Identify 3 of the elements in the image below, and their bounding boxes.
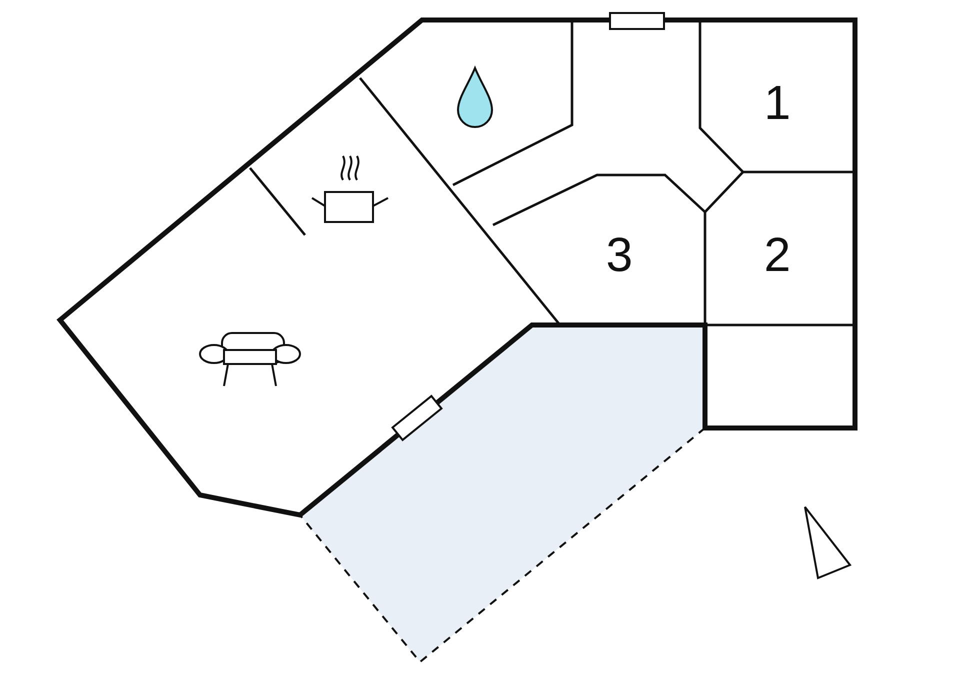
room-number: 3 — [606, 232, 633, 280]
room-number: 2 — [764, 232, 791, 280]
room-number: 1 — [764, 80, 791, 128]
